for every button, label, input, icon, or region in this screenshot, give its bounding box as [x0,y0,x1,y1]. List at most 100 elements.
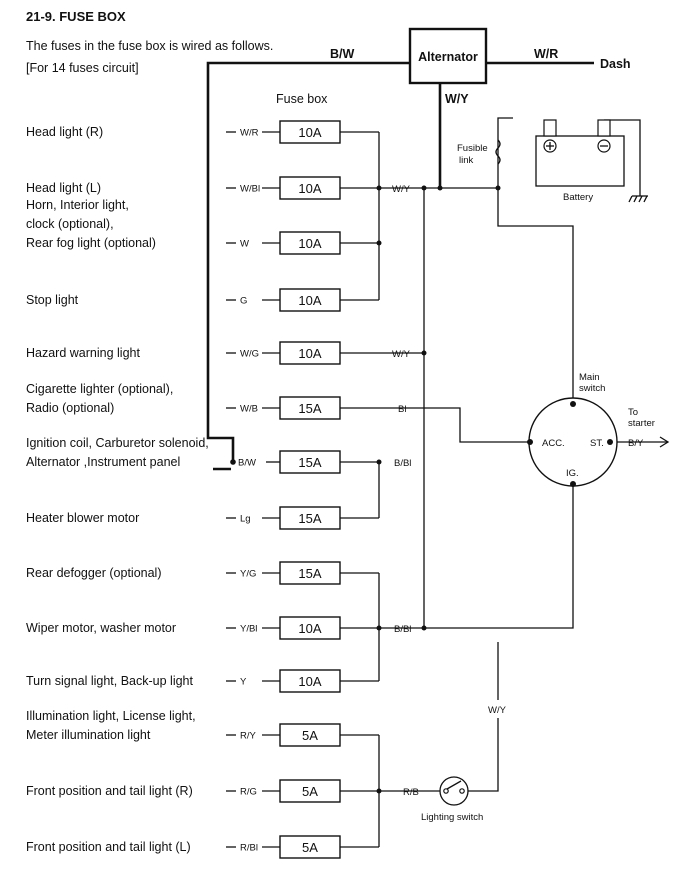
fuse-wire-color: W [240,239,249,250]
fuse-device-label: Front position and tail light (L) [26,840,191,854]
main-switch-label: Main [579,372,600,383]
bus-label-bl: Bl [398,404,406,415]
fuse-device-label: Radio (optional) [26,401,114,415]
fuse-rating: 5A [302,784,318,799]
fuse [279,120,341,144]
fuse-rating: 10A [298,621,321,636]
fuse-rating: 10A [298,125,321,140]
fuse-wire-color: W/R [240,128,259,139]
fuse-device-label: Alternator ,Instrument panel [26,455,180,469]
fuse-wire-color: Y/Bl [240,624,257,635]
alternator-wire-down: W/Y [445,92,469,106]
fuse-row: Heater blower motor Lg 15A [26,506,341,530]
fuse-wire-color: Y [240,677,247,688]
fuse-rating: 10A [298,181,321,196]
intro-text: The fuses in the fuse box is wired as fo… [26,39,273,53]
fuse-wire-color: R/Y [240,731,257,742]
fuse-rating: 15A [298,401,321,416]
battery [535,119,625,187]
fuse-box-label: Fuse box [276,92,328,106]
fuse [279,723,341,747]
fuse-device-label: Heater blower motor [26,511,139,525]
bus-label-b-bl-upper: B/Bl [394,458,411,469]
fuse [279,176,341,200]
fuse-rating: 15A [298,511,321,526]
fuse-device-label: Cigarette lighter (optional), [26,382,173,396]
fuse-wire-color: W/G [240,349,259,360]
ig-terminal-label: IG. [566,468,579,479]
bus-label-wy-hazard: W/Y [392,349,411,360]
alternator-wire-left: B/W [330,47,355,61]
fuse-wire-color: Y/G [240,569,256,580]
fuse [279,669,341,693]
bus-label-b-bl-lower: B/Bl [394,624,411,635]
alternator-wire-right: W/R [534,47,558,61]
fuse-rating: 10A [298,236,321,251]
st-terminal-label: ST. [590,438,604,449]
fuse [279,561,341,585]
lighting-switch-wire-in: R/B [403,787,419,798]
lighting-switch-wire-out: W/Y [488,705,507,716]
fuse-device-label: Turn signal light, Back-up light [26,674,194,688]
to-starter-label: To [628,407,638,418]
fuse-rating: 10A [298,674,321,689]
fuse-device-label: Rear defogger (optional) [26,566,162,580]
fuse-wire-color: B/W [238,458,256,469]
fuse-rating: 15A [298,455,321,470]
fusible-link-label-2: link [459,155,474,166]
fuse [279,835,341,859]
alternator-label: Alternator [418,50,478,64]
fuse-row: Wiper motor, washer motor Y/Bl 10A [26,616,341,640]
fuse-device-label: Head light (L) [26,181,101,195]
fuse-row: Front position and tail light (R) R/G 5A [26,779,341,803]
to-starter-label-2: starter [628,418,655,429]
fuse-rating: 10A [298,293,321,308]
fuse [279,231,341,255]
fusible-link [495,139,501,165]
fuse [279,450,341,474]
ground-icon [628,195,648,203]
fuse-wire-color: R/G [240,787,257,798]
dash-label: Dash [600,57,631,71]
lighting-switch [439,776,469,806]
fuse-device-label: Stop light [26,293,79,307]
fuse-row: Ignition coil, Carburetor solenoid,Alter… [26,436,341,474]
fuse-device-label: Rear fog light (optional) [26,236,156,250]
fuse-device-label: Meter illumination light [26,728,151,742]
starter-wire-label: B/Y [628,438,644,449]
lighting-switch-label: Lighting switch [421,812,483,823]
fuse-row: Hazard warning light W/G 10A [26,341,341,365]
fuse-row: Head light (R) W/R 10A [26,120,341,144]
acc-terminal-label: ACC. [542,438,565,449]
fuse-device-label: Horn, Interior light, [26,198,129,212]
fuse-device-label: Hazard warning light [26,346,140,360]
fuse [279,506,341,530]
fuse-row: Horn, Interior light, clock (optional), Re… [26,198,341,255]
battery-label: Battery [563,192,593,203]
wiring [206,61,670,848]
fuse-row: Turn signal light, Back-up light Y 10A [26,669,341,693]
fuse-device-label: Front position and tail light (R) [26,784,193,798]
fuse-device-label: Wiper motor, washer motor [26,621,176,635]
fuse-device-label: clock (optional), [26,217,114,231]
junction-dots [230,185,501,794]
fuse [279,341,341,365]
fuse-device-label: Head light (R) [26,125,103,139]
fuse [279,396,341,420]
fuse-rating: 5A [302,840,318,855]
fuse-wire-color: W/B [240,404,258,415]
main-switch-label-2: switch [579,383,605,394]
bus-label-wy-upper: W/Y [392,184,411,195]
fuse-rating: 15A [298,566,321,581]
fuse-device-label: Illumination light, License light, [26,709,196,723]
fuse [279,616,341,640]
fuse-wire-color: Lg [240,514,251,525]
fuse-row: Cigarette lighter (optional), Radio (opti… [26,382,341,420]
alternator: Alternator [408,27,488,85]
fuse-rating: 10A [298,346,321,361]
